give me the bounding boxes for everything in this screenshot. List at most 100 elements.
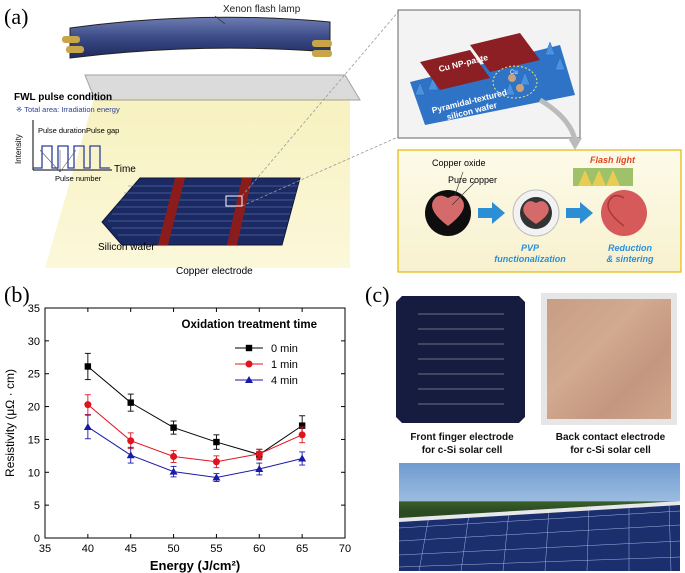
x-tick-label: 45 xyxy=(125,543,137,555)
pulse-title: FWL pulse condition xyxy=(14,92,113,103)
busbar-2 xyxy=(227,178,252,245)
panel-c-label: (c) xyxy=(365,282,390,307)
pulse-diagram xyxy=(32,120,112,173)
finger-lines xyxy=(108,185,298,236)
lamp-leader-line xyxy=(214,15,226,25)
y-tick-label: 30 xyxy=(28,336,40,348)
pure-copper-label: Pure copper xyxy=(448,175,498,185)
data-point xyxy=(298,422,306,429)
textured-wafer xyxy=(410,45,575,125)
data-point xyxy=(255,465,264,472)
plot-frame xyxy=(44,307,346,539)
y-tick-label: 5 xyxy=(34,500,40,512)
back-caption-line2: for c-Si solar cell xyxy=(570,445,651,456)
back-contact-surface xyxy=(547,299,671,419)
x-tick-label: 70 xyxy=(339,543,351,555)
lamp-label: Xenon flash lamp xyxy=(223,4,301,15)
pvp-particle xyxy=(512,189,560,237)
pvp-line2: functionalization xyxy=(494,254,566,264)
legend-marker xyxy=(245,344,253,352)
x-axis-label: Energy (J/cm²) xyxy=(150,558,240,573)
pulse-gap-label: Pulse gap xyxy=(86,126,120,135)
y-tick-label: 25 xyxy=(28,369,40,381)
series-line xyxy=(87,404,303,463)
arrow-1 xyxy=(478,202,505,224)
data-point xyxy=(126,451,135,459)
time-label: Time xyxy=(114,164,136,175)
data-point xyxy=(212,473,221,481)
y-tick-label: 10 xyxy=(28,467,40,479)
series-line xyxy=(87,366,303,456)
y-tick-label: 20 xyxy=(28,402,40,414)
data-point xyxy=(298,431,306,439)
back-caption-line1: Back contact electrode xyxy=(555,432,666,443)
solar-panels xyxy=(399,501,680,571)
data-point xyxy=(127,437,135,445)
pvp-line1: PVP xyxy=(520,243,539,253)
data-point xyxy=(169,467,178,475)
data-point xyxy=(127,399,134,406)
intensity-label: Intensity xyxy=(14,134,23,164)
xenon-lamp-housing xyxy=(69,16,331,59)
inset-guide-bottom xyxy=(241,136,399,207)
copper-oxide-label: Copper oxide xyxy=(432,158,486,168)
data-point xyxy=(255,450,263,458)
filter-plate xyxy=(84,74,361,101)
inset-arrow xyxy=(538,97,578,141)
reduction-line2: & sintering xyxy=(606,254,654,264)
cu-paste-stripe-1 xyxy=(420,50,490,90)
front-caption-line2: for c-Si solar cell xyxy=(421,445,503,456)
pure-cu-leader xyxy=(451,181,476,206)
pulse-number-label: Pulse number xyxy=(55,174,102,183)
x-tick-label: 40 xyxy=(82,543,94,555)
back-electrode-photo xyxy=(541,293,677,425)
data-point xyxy=(298,454,307,462)
data-point xyxy=(83,422,92,430)
pyramids xyxy=(414,41,566,96)
panel-a-illustration xyxy=(32,9,682,273)
series-line xyxy=(87,426,303,479)
flash-light-pyramids xyxy=(573,168,633,186)
legend-label: 4 min xyxy=(271,375,298,387)
inset-guide-top xyxy=(241,11,399,197)
zoom-marker xyxy=(225,195,243,207)
y-tick-label: 15 xyxy=(28,434,40,446)
cu-paste-stripe-2 xyxy=(470,33,540,72)
oxide-particle xyxy=(425,190,471,236)
x-tick-label: 35 xyxy=(39,543,51,555)
data-point xyxy=(84,363,92,370)
nanoparticle-zoom xyxy=(492,65,538,99)
front-caption-line1: Front finger electrode xyxy=(410,432,514,443)
pvp-label: PVP functionalization xyxy=(480,243,580,265)
legend-marker xyxy=(245,376,253,383)
oxide-leader xyxy=(454,171,464,196)
x-tick-label: 55 xyxy=(210,543,222,555)
copper-electrode-label: Copper electrode xyxy=(176,266,253,277)
inset-cu-label: Cu xyxy=(510,70,518,76)
data-point xyxy=(212,458,220,466)
data-point xyxy=(213,438,220,446)
arrow-2 xyxy=(566,202,593,224)
x-tick-label: 65 xyxy=(296,543,308,555)
silicon-wafer-label: Silicon wafer xyxy=(98,242,155,253)
lamp-tubes xyxy=(62,36,332,57)
panel-b-label: (b) xyxy=(4,282,30,307)
chart-title: Oxidation treatment time xyxy=(182,319,317,331)
data-point xyxy=(84,401,92,409)
y-axis-label: Resistivity (μΩ · cm) xyxy=(3,369,17,477)
legend-label: 1 min xyxy=(271,359,298,371)
reduction-label: Reduction & sintering xyxy=(590,243,670,265)
sintered-particle xyxy=(601,190,647,236)
y-tick-label: 35 xyxy=(28,303,40,315)
pulse-note: ※ Total area: Irradiation energy xyxy=(16,105,120,114)
pulse-duration-label: Pulse duration xyxy=(38,126,86,135)
front-caption: Front finger electrode for c-Si solar ce… xyxy=(392,431,532,457)
front-finger-lines xyxy=(396,296,525,423)
solar-field-photo xyxy=(399,463,680,571)
busbar-1 xyxy=(158,178,185,245)
x-tick-label: 60 xyxy=(253,543,265,555)
y-tick-label: 0 xyxy=(34,533,40,545)
legend-label: 0 min xyxy=(271,343,298,355)
flash-light-label: Flash light xyxy=(590,155,635,165)
